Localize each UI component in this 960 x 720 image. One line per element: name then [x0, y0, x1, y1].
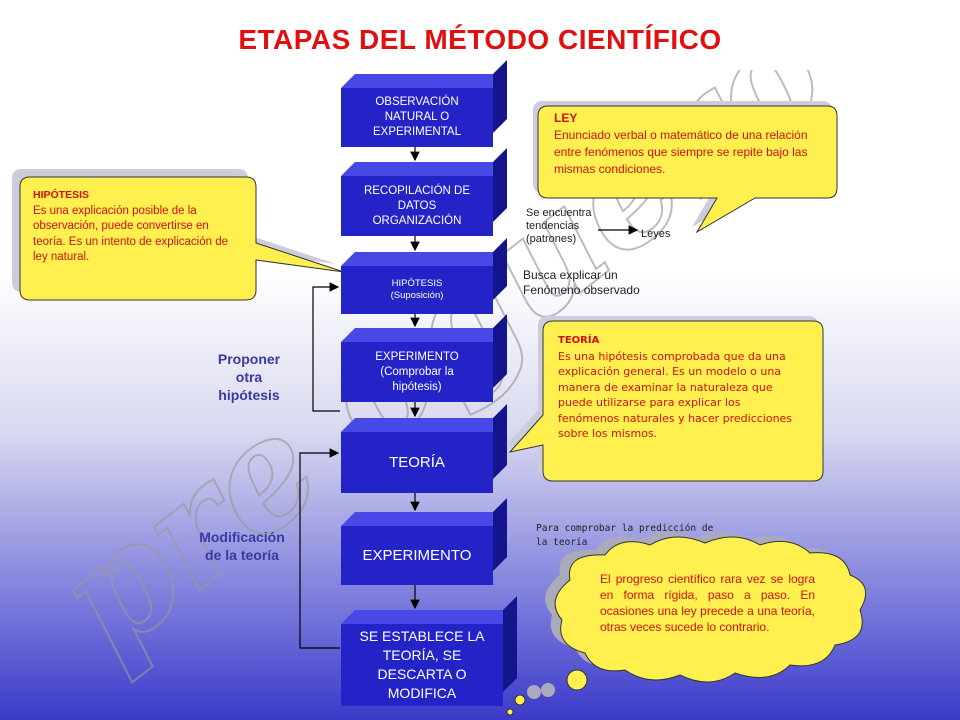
ley-callout-body: Enunciado verbal o matemático de una rel…: [554, 127, 808, 176]
teoria-callout-body: Es una hipótesis comprobada que da una e…: [558, 349, 793, 441]
loop-proponer-otra-hipotesis: [312, 282, 340, 412]
hipotesis-callout-heading: HIPÓTESIS: [33, 189, 90, 201]
hipotesis-callout-text: HIPÓTESIS Es una explicación posible de …: [33, 188, 243, 266]
box-recopilacion-label: RECOPILACIÓN DE DATOS ORGANIZACIÓN: [363, 184, 471, 227]
box-experimento-label: EXPERIMENTO: [362, 547, 472, 564]
label-modificacion-teoria: Modificación de la teoría: [199, 529, 285, 563]
teoria-callout-heading: TEORÍA: [558, 335, 600, 346]
progreso-cloud-shape: [506, 531, 867, 716]
progreso-cloud-body: El progreso científico rara vez se logra…: [600, 572, 815, 634]
teoria-callout-shape: [505, 316, 824, 482]
page-title: ETAPAS DEL MÉTODO CIENTÍFICO: [238, 24, 722, 55]
teoria-callout-text: TEORÍA Es una hipótesis comprobada que d…: [558, 333, 803, 442]
label-leyes: Leyes: [641, 228, 671, 240]
label-proponer-otra-hipotesis: Proponer otra hipótesis: [217, 351, 281, 403]
hipotesis-callout-shape: [12, 169, 345, 301]
ley-callout-shape: [533, 101, 838, 234]
box-teoria: TEORÍA: [341, 404, 507, 493]
loop-modificacion-teoria: [299, 448, 340, 649]
progreso-cloud-text: El progreso científico rara vez se logra…: [600, 571, 815, 635]
hipotesis-callout-body: Es una explicación posible de la observa…: [33, 204, 228, 264]
box-experimento: EXPERIMENTO: [341, 498, 507, 585]
box-observacion: OBSERVACIÓN NATURAL O EXPERIMENTAL: [341, 60, 507, 147]
box-establece-label: SE ESTABLECE LA TEORÍA, SE DESCARTA O MO…: [359, 628, 485, 701]
ley-callout-text: LEY Enunciado verbal o matemático de una…: [554, 111, 819, 178]
box-teoria-label: TEORÍA: [389, 454, 445, 471]
box-hipotesis-label: HIPÓTESIS (Suposición): [390, 278, 444, 301]
box-experimento-hipotesis-label: EXPERIMENTO (Comprobar la hipótesis): [375, 350, 459, 393]
label-busca: Busca explicar un Fenómeno observado: [523, 268, 640, 297]
box-hipotesis: HIPÓTESIS (Suposición): [341, 238, 507, 314]
box-experimento-hipotesis: EXPERIMENTO (Comprobar la hipótesis): [341, 314, 507, 402]
label-tendencias: Se encuentra tendencias (patrones): [526, 207, 592, 245]
label-para-comprobar: Para comprobar la predicción de la teorí…: [536, 523, 714, 548]
box-establece: SE ESTABLECE LA TEORÍA, SE DESCARTA O MO…: [341, 596, 517, 706]
box-recopilacion: RECOPILACIÓN DE DATOS ORGANIZACIÓN: [341, 148, 507, 236]
box-observacion-label: OBSERVACIÓN NATURAL O EXPERIMENTAL: [373, 96, 461, 138]
ley-callout-heading: LEY: [554, 111, 578, 125]
